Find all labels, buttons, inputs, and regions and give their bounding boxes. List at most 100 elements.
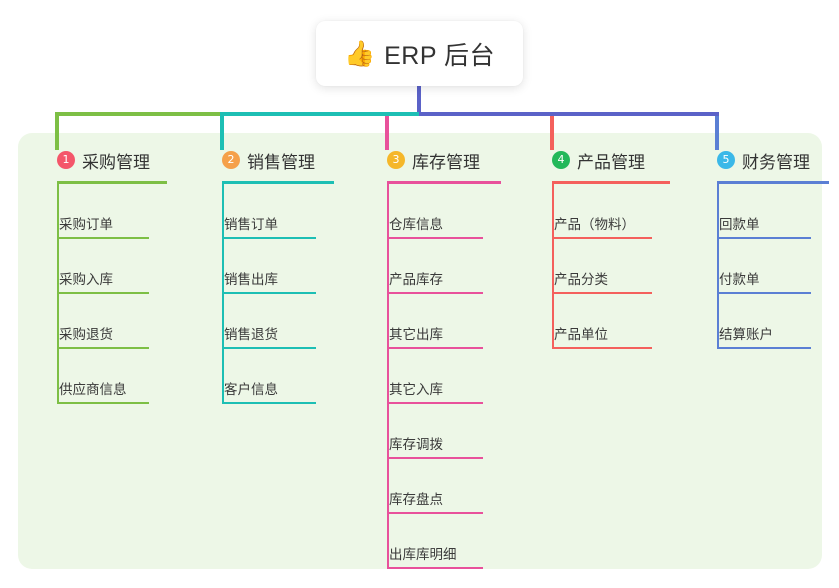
- leaf-item[interactable]: 出库库明细: [366, 514, 516, 569]
- leaf-item-rule: [387, 292, 483, 294]
- leaf-item[interactable]: 回款单: [696, 184, 831, 239]
- leaf-item-rule: [222, 347, 316, 349]
- leaf-item[interactable]: 采购订单: [36, 184, 186, 239]
- leaf-item[interactable]: 销售订单: [201, 184, 351, 239]
- leaf-item-label: 采购退货: [59, 327, 113, 342]
- branch-leaf-list: 销售订单销售出库销售退货客户信息: [201, 184, 351, 404]
- leaf-item-label: 供应商信息: [59, 382, 127, 397]
- leaf-item-rule: [57, 237, 149, 239]
- branch-title: 产品管理: [577, 152, 645, 172]
- branch-header-财务管理[interactable]: 5 财务管理: [696, 147, 831, 173]
- leaf-item-rule: [552, 292, 652, 294]
- leaf-item-label: 库存调拨: [389, 437, 443, 452]
- leaf-item-rule: [57, 292, 149, 294]
- branch-header-rule: [717, 181, 829, 184]
- leaf-item-label: 出库库明细: [389, 547, 457, 562]
- root-node-erp-backend[interactable]: 👍 ERP 后台: [316, 21, 523, 86]
- branch-column-2: 2 销售管理销售订单销售出库销售退货客户信息: [201, 147, 351, 404]
- leaf-item-label: 产品单位: [554, 327, 608, 342]
- leaf-item[interactable]: 供应商信息: [36, 349, 186, 404]
- leaf-item-label: 库存盘点: [389, 492, 443, 507]
- branch-spine: [552, 184, 554, 349]
- leaf-item-label: 回款单: [719, 217, 760, 232]
- leaf-item[interactable]: 产品单位: [531, 294, 686, 349]
- branch-header-产品管理[interactable]: 4 产品管理: [531, 147, 686, 173]
- leaf-item[interactable]: 客户信息: [201, 349, 351, 404]
- leaf-item-label: 销售退货: [224, 327, 278, 342]
- leaf-item[interactable]: 库存盘点: [366, 459, 516, 514]
- branch-spine: [387, 184, 389, 569]
- branch-title: 库存管理: [412, 152, 480, 172]
- leaf-item[interactable]: 采购退货: [36, 294, 186, 349]
- branch-number-badge: 2: [222, 151, 240, 169]
- branch-header-rule: [552, 181, 670, 184]
- connector-segment: [57, 112, 222, 116]
- leaf-item-label: 仓库信息: [389, 217, 443, 232]
- branch-title: 采购管理: [82, 152, 150, 172]
- connector-drop-5: [715, 112, 719, 150]
- leaf-item[interactable]: 其它出库: [366, 294, 516, 349]
- branch-column-3: 3 库存管理仓库信息产品库存其它出库其它入库库存调拨库存盘点出库库明细: [366, 147, 516, 569]
- leaf-item-rule: [387, 237, 483, 239]
- leaf-item[interactable]: 产品分类: [531, 239, 686, 294]
- leaf-item-rule: [387, 567, 483, 569]
- connector-drop-2: [220, 112, 224, 150]
- leaf-item-rule: [717, 292, 811, 294]
- leaf-item-label: 采购入库: [59, 272, 113, 287]
- leaf-item-label: 产品分类: [554, 272, 608, 287]
- branch-header-采购管理[interactable]: 1 采购管理: [36, 147, 186, 173]
- leaf-item[interactable]: 采购入库: [36, 239, 186, 294]
- root-node-label: ERP 后台: [384, 41, 496, 70]
- connector-drop-3: [385, 112, 389, 150]
- leaf-item-rule: [552, 347, 652, 349]
- branch-column-1: 1 采购管理采购订单采购入库采购退货供应商信息: [36, 147, 186, 404]
- leaf-item[interactable]: 产品库存: [366, 239, 516, 294]
- leaf-item-rule: [222, 237, 316, 239]
- branch-header-销售管理[interactable]: 2 销售管理: [201, 147, 351, 173]
- branch-column-4: 4 产品管理产品（物料） 产品分类产品单位: [531, 147, 686, 349]
- leaf-item-rule: [717, 347, 811, 349]
- leaf-item-rule: [222, 402, 316, 404]
- leaf-item-rule: [387, 402, 483, 404]
- connector-drop-4: [550, 112, 554, 150]
- leaf-item-label: 客户信息: [224, 382, 278, 397]
- branch-number-badge: 5: [717, 151, 735, 169]
- leaf-item-label: 销售订单: [224, 217, 278, 232]
- leaf-item[interactable]: 销售退货: [201, 294, 351, 349]
- branch-header-rule: [387, 181, 501, 184]
- branch-number-badge: 1: [57, 151, 75, 169]
- branch-number-badge: 4: [552, 151, 570, 169]
- branch-spine: [57, 184, 59, 404]
- branch-leaf-list: 采购订单采购入库采购退货供应商信息: [36, 184, 186, 404]
- connector-segment: [419, 112, 719, 116]
- leaf-item[interactable]: 仓库信息: [366, 184, 516, 239]
- trunk-connector: [417, 86, 421, 116]
- branch-title: 财务管理: [742, 152, 810, 172]
- branch-spine: [222, 184, 224, 404]
- leaf-item-rule: [387, 347, 483, 349]
- leaf-item-label: 销售出库: [224, 272, 278, 287]
- leaf-item-rule: [57, 347, 149, 349]
- leaf-item-label: 其它出库: [389, 327, 443, 342]
- branch-leaf-list: 回款单付款单结算账户: [696, 184, 831, 349]
- diagram-background-panel: [18, 133, 822, 569]
- leaf-item[interactable]: 其它入库: [366, 349, 516, 404]
- branch-header-rule: [57, 181, 167, 184]
- leaf-item-rule: [57, 402, 149, 404]
- leaf-item[interactable]: 付款单: [696, 239, 831, 294]
- leaf-item[interactable]: 产品（物料）: [531, 184, 686, 239]
- connector-segment: [222, 112, 419, 116]
- leaf-item-rule: [222, 292, 316, 294]
- branch-title: 销售管理: [247, 152, 315, 172]
- leaf-item[interactable]: 库存调拨: [366, 404, 516, 459]
- leaf-item[interactable]: 结算账户: [696, 294, 831, 349]
- branch-number-badge: 3: [387, 151, 405, 169]
- branch-column-5: 5 财务管理回款单付款单结算账户: [696, 147, 831, 349]
- leaf-item-label: 结算账户: [719, 327, 773, 342]
- leaf-item-label: 付款单: [719, 272, 760, 287]
- branch-header-库存管理[interactable]: 3 库存管理: [366, 147, 516, 173]
- leaf-item-label: 采购订单: [59, 217, 113, 232]
- leaf-item-label: 其它入库: [389, 382, 443, 397]
- leaf-item[interactable]: 销售出库: [201, 239, 351, 294]
- leaf-item-label: 产品库存: [389, 272, 443, 287]
